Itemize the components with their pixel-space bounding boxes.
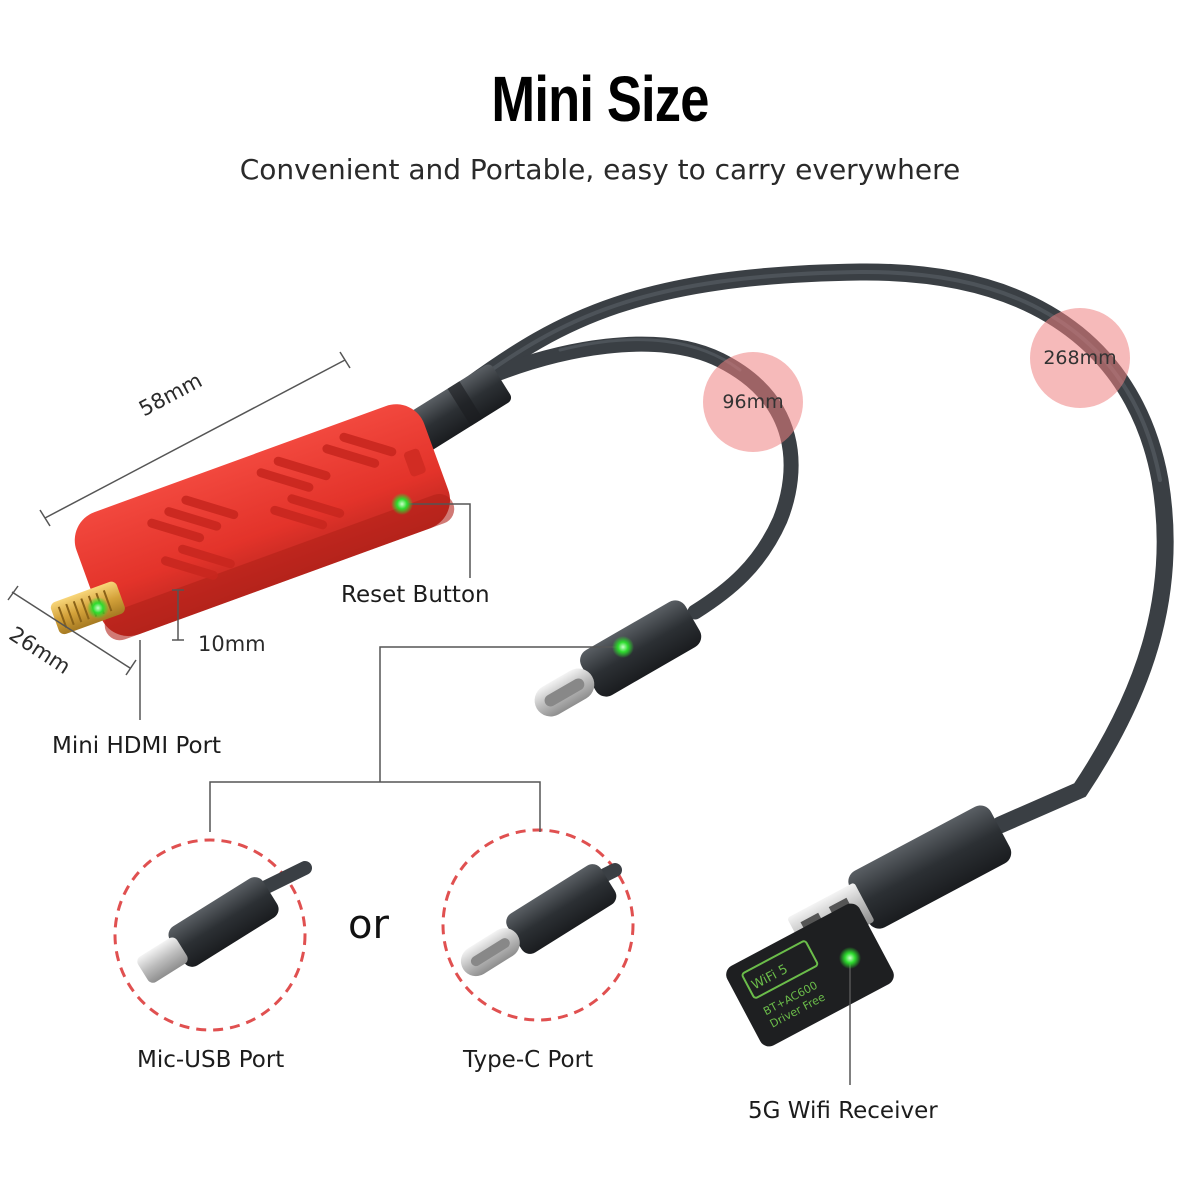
long-cable-badge: 268mm: [1030, 308, 1130, 408]
indicator-dots: [87, 493, 861, 969]
type-c-plug: [534, 600, 702, 717]
dimension-lines: [7, 351, 351, 676]
reset-button-label: Reset Button: [341, 582, 490, 608]
wifi-receiver-label: 5G Wifi Receiver: [748, 1098, 938, 1124]
short-cable-badge: 96mm: [703, 352, 803, 452]
mini-hdmi-port-label: Mini HDMI Port: [52, 733, 222, 759]
wifi-indicator: [839, 947, 861, 969]
long-cable-length: 268mm: [1043, 347, 1117, 369]
hdmi-indicator: [87, 597, 109, 619]
page-title: Mini Size: [491, 63, 709, 135]
mic-usb-port-label: Mic-USB Port: [137, 1047, 285, 1073]
or-label: or: [348, 902, 389, 948]
page-subtitle: Convenient and Portable, easy to carry e…: [239, 153, 961, 186]
thickness-dimension: 10mm: [198, 632, 266, 656]
type-c-indicator: [612, 636, 634, 658]
type-c-port-label: Type-C Port: [463, 1047, 594, 1073]
short-cable-length: 96mm: [722, 391, 784, 413]
type-c-zoom: [441, 828, 635, 1022]
micro-usb-zoom: [113, 838, 312, 1032]
callout-lines: [139, 503, 851, 1085]
red-dongle-body: [74, 404, 455, 641]
reset-indicator: [391, 493, 413, 515]
